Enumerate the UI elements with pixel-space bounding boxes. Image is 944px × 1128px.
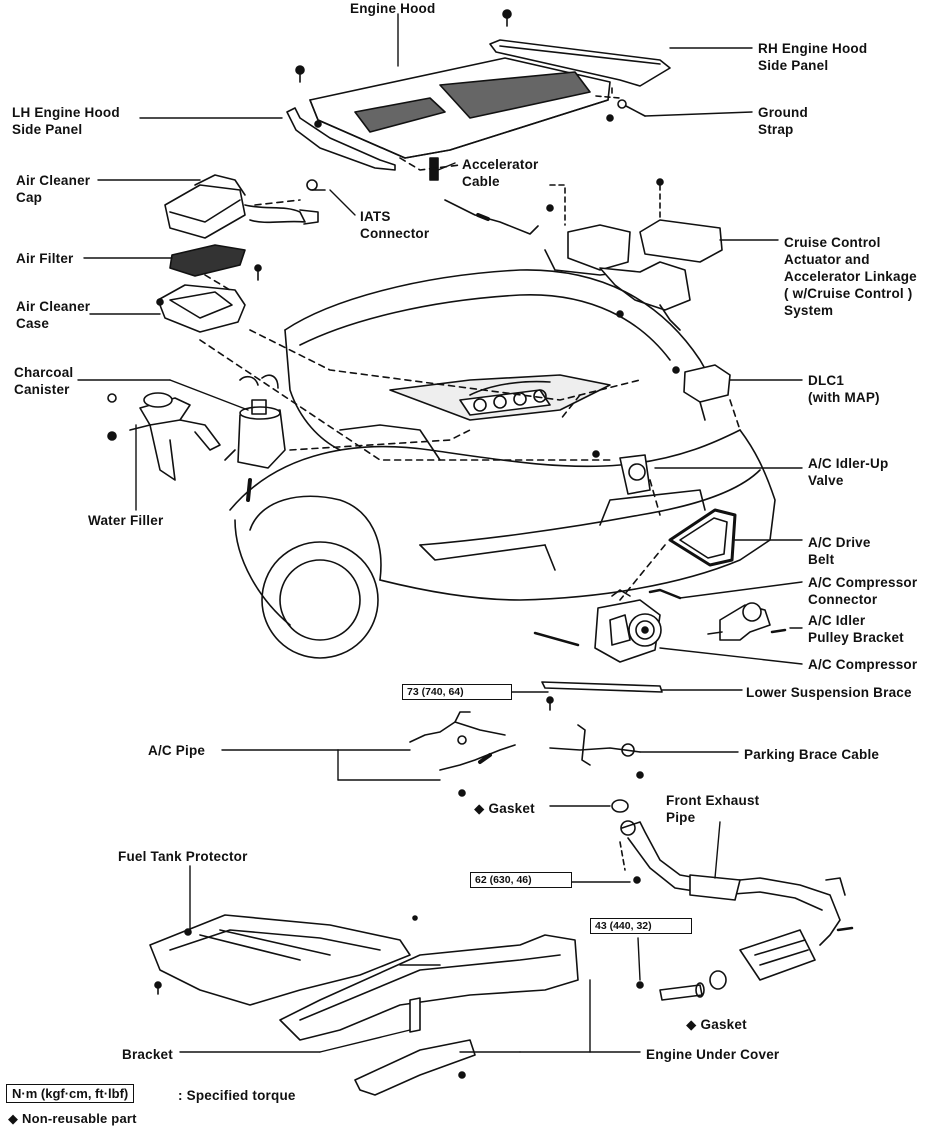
charcoal-canister-illustration xyxy=(224,374,286,502)
water-filler-illustration xyxy=(107,392,221,481)
ac-drive-belt-illustration xyxy=(668,508,737,567)
label-accelerator-cable: Accelerator Cable xyxy=(462,157,539,189)
label-ac-pipe: A/C Pipe xyxy=(148,743,206,758)
air-cleaner-illustration xyxy=(156,174,326,333)
ac-idler-pulley-bracket-illustration xyxy=(707,602,787,641)
non-reusable-diamond-icon: ◆ xyxy=(686,1017,697,1032)
label-cruise-control: Cruise Control Actuator and Accelerator … xyxy=(784,235,917,318)
label-rh-engine-hood-side-panel: RH Engine Hood Side Panel xyxy=(758,41,868,73)
label-lower-suspension-brace: Lower Suspension Brace xyxy=(746,685,912,700)
label-bracket: Bracket xyxy=(122,1047,173,1062)
label-gasket-1: ◆ Gasket xyxy=(474,800,535,817)
label-ac-idler-up-valve: A/C Idler-Up Valve xyxy=(808,456,889,488)
label-ac-compressor-connector: A/C Compressor Connector xyxy=(808,575,918,607)
legend-non-reusable: ◆ Non-reusable part xyxy=(8,1110,137,1127)
label-fuel-tank-protector: Fuel Tank Protector xyxy=(118,849,248,864)
non-reusable-diamond-icon: ◆ xyxy=(474,801,485,816)
engine-under-cover-illustration xyxy=(279,915,579,1096)
label-gasket-2: ◆ Gasket xyxy=(686,1016,747,1033)
legend-torque-description: : Specified torque xyxy=(178,1088,296,1103)
label-air-filter: Air Filter xyxy=(16,251,74,266)
fuel-tank-protector-illustration xyxy=(149,914,411,1006)
torque-spec-box: 62 (630, 46) xyxy=(470,872,572,888)
dlc1-illustration xyxy=(672,364,731,421)
label-ac-compressor: A/C Compressor xyxy=(808,657,918,672)
gasket-1-text: Gasket xyxy=(488,801,535,816)
gasket-2-text: Gasket xyxy=(700,1017,747,1032)
cruise-control-illustration xyxy=(544,178,723,331)
label-lh-engine-hood-side-panel: LH Engine Hood Side Panel xyxy=(12,105,120,137)
label-ground-strap: Ground Strap xyxy=(758,105,808,137)
lower-suspension-brace-illustration xyxy=(541,681,663,711)
label-charcoal-canister: Charcoal Canister xyxy=(14,365,74,397)
label-ac-drive-belt: A/C Drive Belt xyxy=(808,535,871,567)
label-iats-connector: IATS Connector xyxy=(360,209,430,241)
vehicle-body-illustration xyxy=(229,269,776,659)
gasket-2-illustration xyxy=(636,970,727,1001)
non-reusable-diamond-icon: ◆ xyxy=(8,1111,19,1126)
label-parking-brake-cable: Parking Brace Cable xyxy=(744,747,880,762)
label-air-cleaner-cap: Air Cleaner Cap xyxy=(16,173,91,205)
gasket-illustration xyxy=(611,799,629,813)
label-dlc1: DLC1 (with MAP) xyxy=(808,373,880,405)
legend-non-reusable-text: Non-reusable part xyxy=(22,1111,137,1126)
label-engine-hood: Engine Hood xyxy=(350,1,436,16)
torque-spec-box: 43 (440, 32) xyxy=(590,918,692,934)
engine-hood-illustration xyxy=(286,9,671,171)
front-exhaust-pipe-illustration xyxy=(619,820,854,981)
ac-pipe-illustration xyxy=(409,711,516,797)
ac-idler-up-valve-illustration xyxy=(592,450,651,495)
label-water-filler: Water Filler xyxy=(88,513,164,528)
label-front-exhaust-pipe: Front Exhaust Pipe xyxy=(666,793,760,825)
leader-lines xyxy=(77,13,803,1053)
parking-brake-cable-illustration xyxy=(549,724,644,779)
ac-compressor-illustration xyxy=(533,588,682,663)
label-engine-under-cover: Engine Under Cover xyxy=(646,1047,780,1062)
legend-torque-unit-box: N·m (kgf·cm, ft·lbf) xyxy=(6,1084,135,1103)
label-air-cleaner-case: Air Cleaner Case xyxy=(16,299,91,331)
label-ac-idler-pulley-bracket: A/C Idler Pulley Bracket xyxy=(808,613,904,645)
torque-spec-box: 73 (740, 64) xyxy=(402,684,512,700)
